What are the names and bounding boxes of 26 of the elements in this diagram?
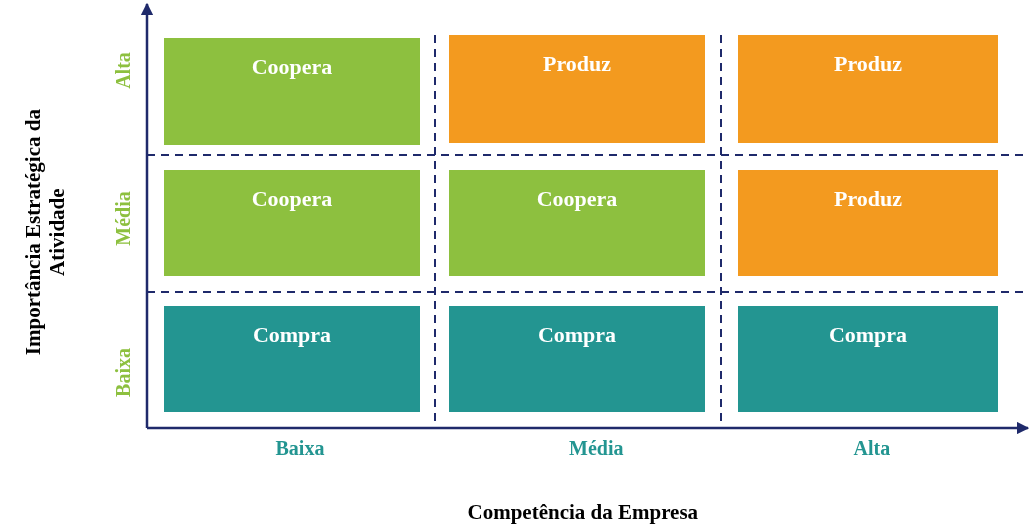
strategy-quadrant bbox=[164, 38, 420, 145]
x-axis-title: Competência da Empresa bbox=[467, 500, 699, 525]
strategy-label: Produz bbox=[542, 51, 611, 77]
strategy-label: Compra bbox=[252, 322, 332, 348]
strategy-quadrant bbox=[738, 306, 998, 412]
strategy-quadrant bbox=[449, 306, 705, 412]
strategy-quadrant bbox=[738, 170, 998, 276]
y-axis-title: Importância Estratégica da Atividade bbox=[20, 108, 70, 358]
y-axis-tick-label: Média bbox=[111, 190, 135, 246]
y-axis-tick-label: Baixa bbox=[111, 347, 135, 397]
strategy-quadrant bbox=[449, 35, 705, 143]
y-axis-tick-label: Alta bbox=[111, 51, 135, 89]
strategy-quadrant bbox=[164, 170, 420, 276]
x-axis-tick-label: Baixa bbox=[275, 436, 325, 460]
x-axis-tick-label: Alta bbox=[853, 436, 891, 460]
strategy-label: Compra bbox=[537, 322, 617, 348]
strategy-label: Coopera bbox=[251, 54, 333, 80]
strategy-quadrant bbox=[738, 35, 998, 143]
strategy-label: Produz bbox=[833, 186, 902, 212]
x-axis-tick-label: Média bbox=[569, 436, 624, 460]
strategy-label: Coopera bbox=[536, 186, 618, 212]
strategy-label: Coopera bbox=[251, 186, 333, 212]
strategy-label: Produz bbox=[833, 51, 902, 77]
strategy-label: Compra bbox=[828, 322, 908, 348]
strategy-quadrant bbox=[449, 170, 705, 276]
strategy-quadrant bbox=[164, 306, 420, 412]
